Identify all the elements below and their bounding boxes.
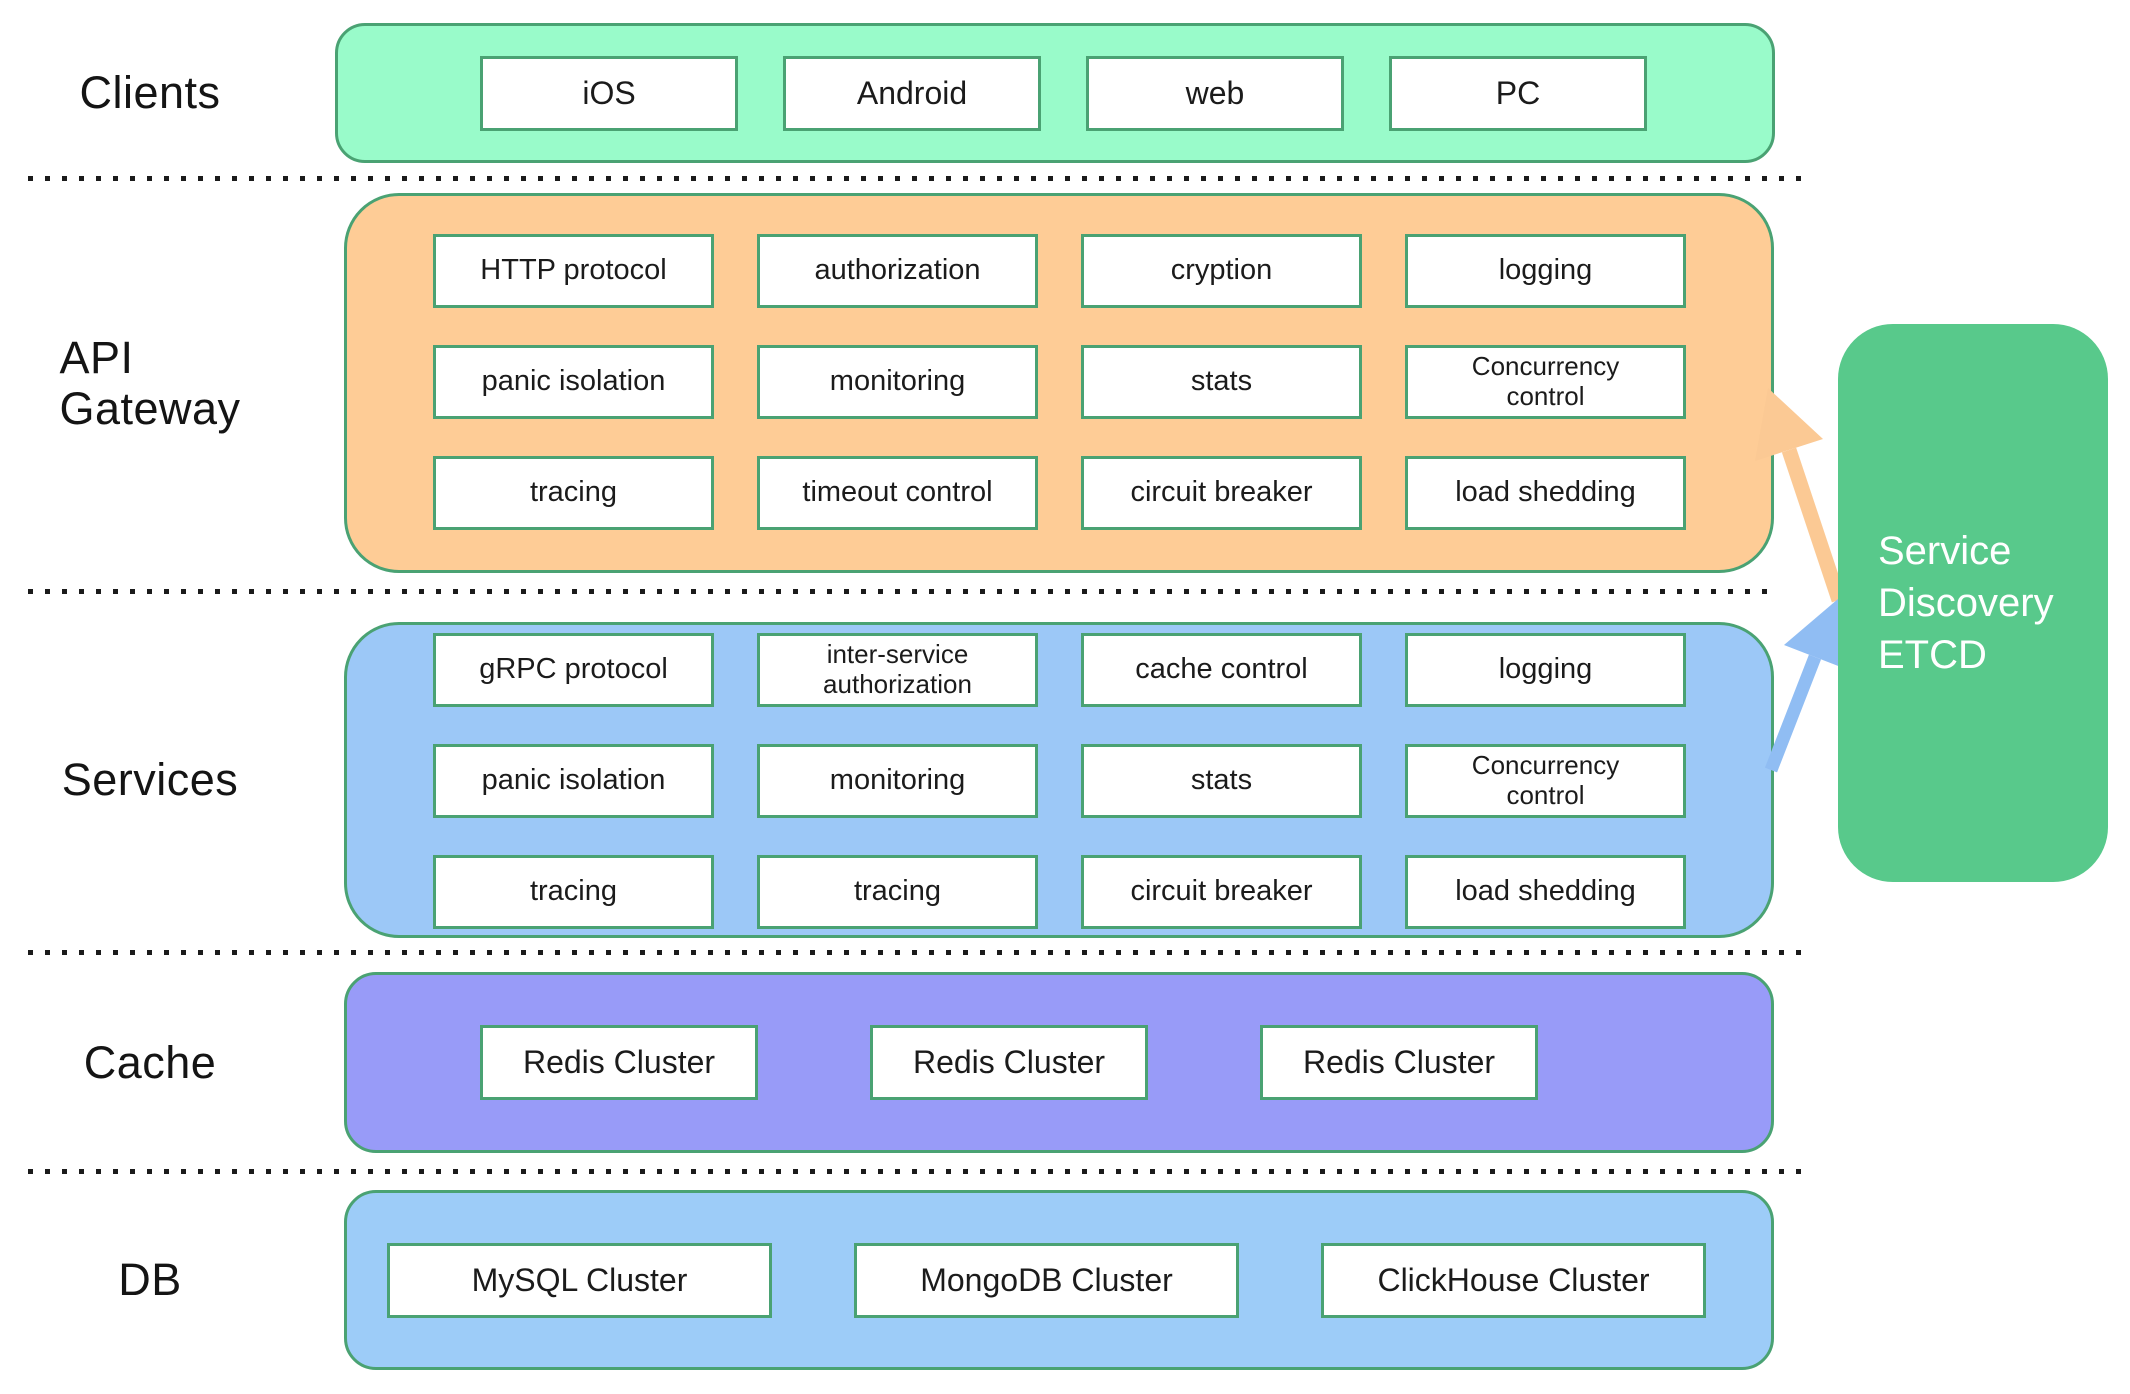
service-feature: stats (1081, 744, 1362, 818)
service-feature: inter-service authorization (757, 633, 1038, 707)
api-gateway-layer: HTTP protocol authorization cryption log… (344, 193, 1774, 573)
db-layer: MySQL Cluster MongoDB Cluster ClickHouse… (344, 1190, 1774, 1370)
layer-label-clients: Clients (79, 67, 221, 118)
service-feature: cache control (1081, 633, 1362, 707)
client-item: web (1086, 55, 1344, 131)
separator-services-cache (28, 950, 1806, 955)
gateway-feature: monitoring (757, 345, 1038, 419)
gateway-feature: timeout control (757, 456, 1038, 530)
service-feature: gRPC protocol (433, 633, 714, 707)
db-cluster-box: MongoDB Cluster (854, 1242, 1239, 1318)
service-feature: circuit breaker (1081, 855, 1362, 929)
layer-label-api-gateway: API Gateway (0, 193, 300, 573)
cache-cluster-box: Redis Cluster (870, 1025, 1148, 1100)
service-discovery-etcd-box: Service Discovery ETCD (1838, 324, 2108, 882)
layer-label-db: DB (118, 1254, 182, 1305)
separator-clients-gateway (28, 176, 1806, 181)
gateway-feature: cryption (1081, 234, 1362, 308)
client-item: Android (783, 55, 1041, 131)
services-layer: gRPC protocol inter-service authorizatio… (344, 622, 1774, 938)
cache-cluster-box: Redis Cluster (480, 1025, 758, 1100)
db-cluster-box: ClickHouse Cluster (1321, 1242, 1706, 1318)
gateway-feature: logging (1405, 234, 1686, 308)
layer-label-cache: Cache (83, 1036, 217, 1088)
cache-layer: Redis Cluster Redis Cluster Redis Cluste… (344, 972, 1774, 1153)
db-cluster-box: MySQL Cluster (387, 1242, 772, 1318)
services-to-discovery-arrow-shaft (1764, 654, 1822, 773)
gateway-feature: Concurrency control (1405, 345, 1686, 419)
service-feature: Concurrency control (1405, 744, 1686, 818)
gateway-feature: circuit breaker (1081, 456, 1362, 530)
client-item: PC (1389, 55, 1647, 131)
separator-gateway-services (28, 589, 1770, 594)
clients-layer: iOS Android web PC (335, 23, 1775, 163)
layer-label-services: Services (61, 754, 239, 805)
service-discovery-label-line2: Discovery (1878, 581, 2054, 625)
service-feature: load shedding (1405, 855, 1686, 929)
gateway-feature: tracing (433, 456, 714, 530)
service-discovery-label-line1: Service (1878, 529, 2012, 573)
gateway-feature: authorization (757, 234, 1038, 308)
service-discovery-label-line3: ETCD (1878, 633, 1987, 677)
api-gateway-label-line1: API (59, 331, 134, 383)
gateway-feature: stats (1081, 345, 1362, 419)
client-item: iOS (480, 55, 738, 131)
cache-cluster-box: Redis Cluster (1260, 1025, 1538, 1100)
gateway-feature: load shedding (1405, 456, 1686, 530)
gateway-feature: panic isolation (433, 345, 714, 419)
services-to-discovery-arrow-head (1784, 599, 1846, 669)
service-feature: tracing (433, 855, 714, 929)
services-to-discovery-arrow (1764, 599, 1846, 773)
service-feature: monitoring (757, 744, 1038, 818)
service-feature: tracing (757, 855, 1038, 929)
service-feature: logging (1405, 633, 1686, 707)
gateway-to-discovery-arrow-shaft (1781, 447, 1847, 603)
api-gateway-label-line2: Gateway (59, 383, 241, 434)
separator-cache-db (28, 1169, 1806, 1174)
gateway-feature: HTTP protocol (433, 234, 714, 308)
api-gateway-label-lines: API Gateway (59, 332, 240, 435)
service-feature: panic isolation (433, 744, 714, 818)
